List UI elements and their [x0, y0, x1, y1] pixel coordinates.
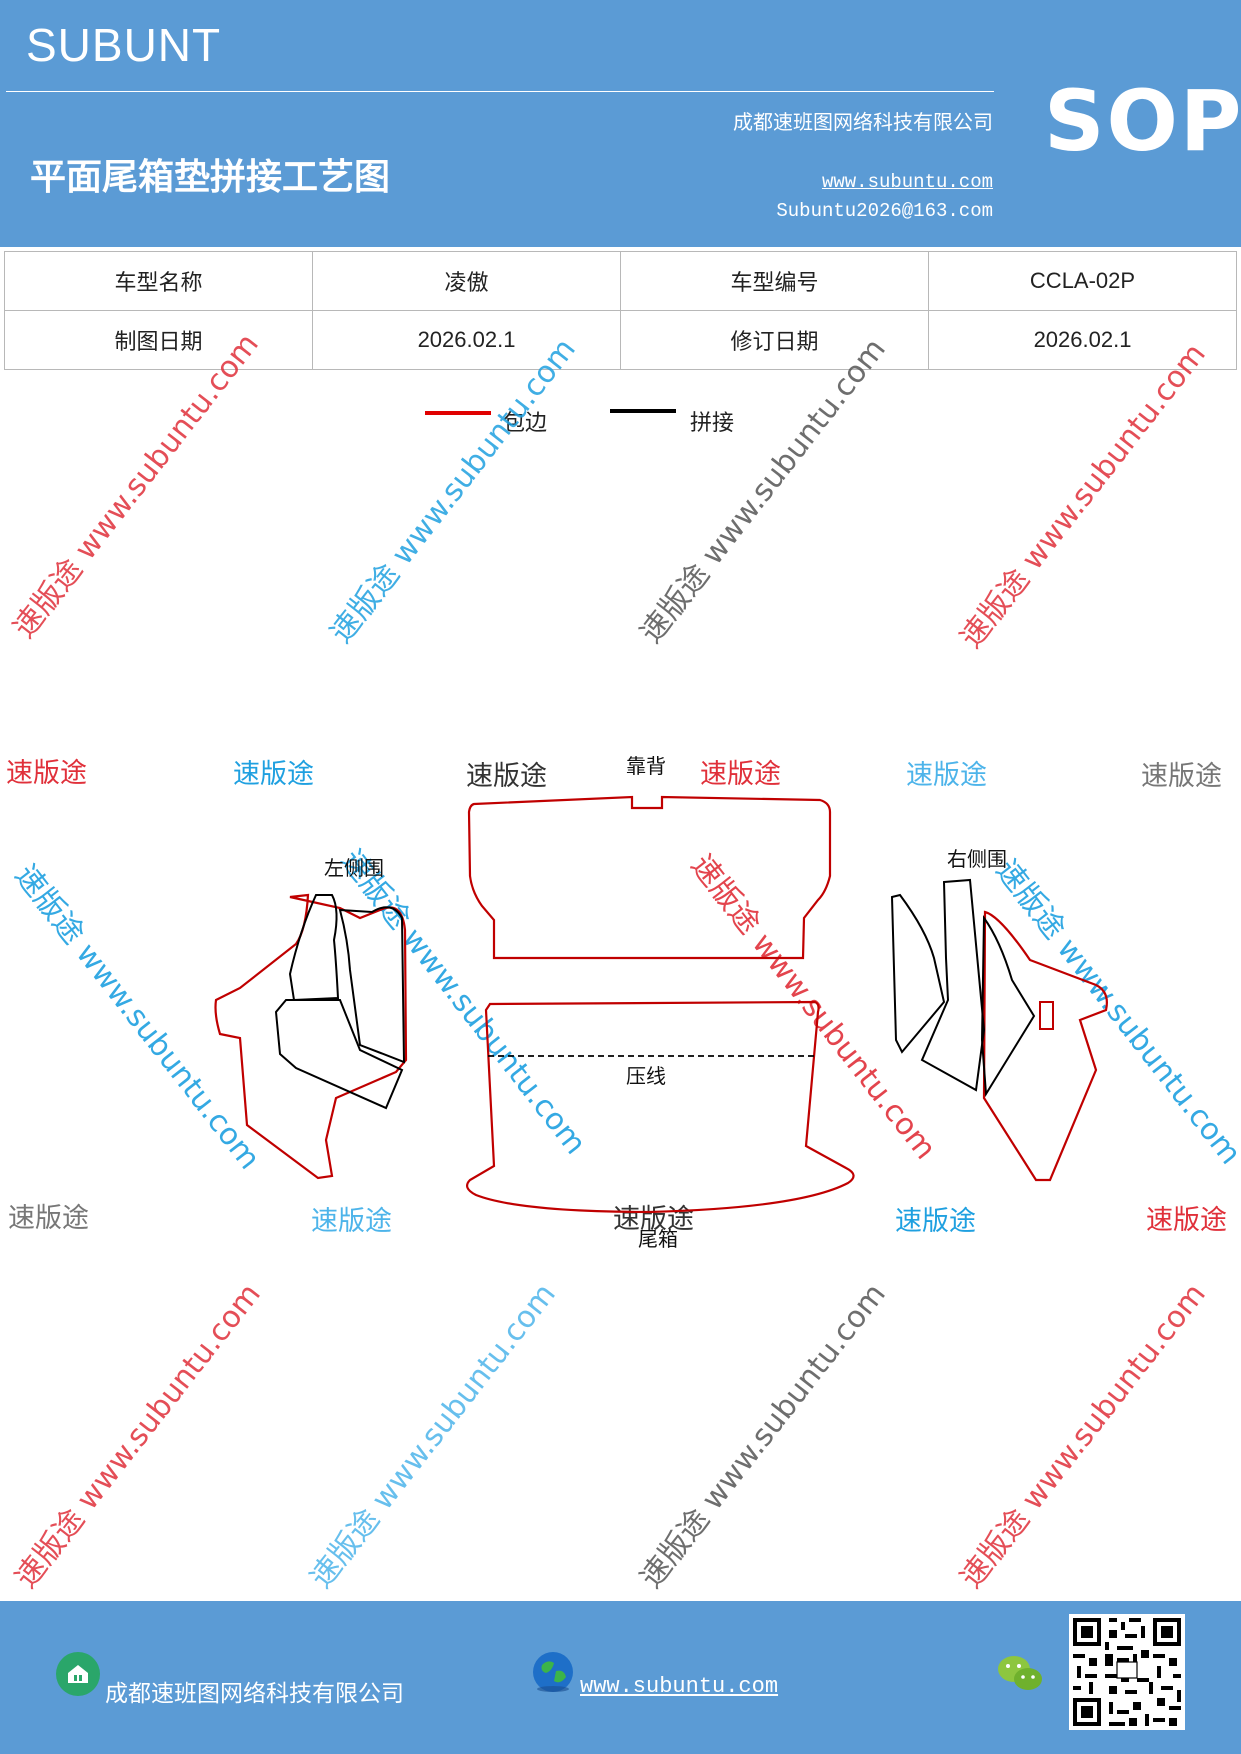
watermark-group-bottom: 速版途 www.subuntu.com 速版途 www.subuntu.com … [9, 1277, 1213, 1595]
label-left-side: 左侧围 [324, 856, 384, 880]
label-backrest: 靠背 [626, 754, 666, 778]
right-side-seam-piece [890, 893, 946, 1054]
watermark-brand: 速版途 [906, 760, 987, 791]
watermark-url: 速版途 www.subuntu.com [334, 843, 593, 1161]
model-name-value: 凌傲 [312, 251, 621, 311]
watermark-group-top: 速版途 www.subuntu.com 速版途 www.subuntu.com … [7, 330, 1213, 655]
watermark-url: 速版途 www.subuntu.com [634, 332, 893, 650]
watermark-brand: 速版途 [8, 1203, 89, 1234]
watermark-url: 速版途 www.subuntu.com [324, 332, 583, 650]
model-code-label: 车型编号 [620, 251, 929, 311]
legend: 包边 拼接 [0, 399, 1241, 439]
watermark-brand: 速版途 [700, 759, 781, 790]
company-name: 成都速班图网络科技有限公司 [733, 110, 993, 134]
right-side-slot [1039, 1001, 1054, 1030]
model-name-label: 车型名称 [4, 251, 313, 311]
trunk-floor-piece [466, 1000, 855, 1214]
backrest-piece [467, 795, 832, 960]
vehicle-info-table: 车型名称 凌傲 车型编号 CCLA-02P 制图日期 2026.02.1 修订日… [4, 251, 1237, 370]
right-side-seam-piece [980, 914, 1036, 1098]
label-trunk: 尾箱 [638, 1227, 678, 1251]
right-side-seam-piece [920, 878, 986, 1092]
header-banner: SUBUNT 平面尾箱垫拼接工艺图 成都速班图网络科技有限公司 www.subu… [0, 0, 1241, 247]
pattern-drawing: 速版途 www.subuntu.com 速版途 www.subuntu.com … [6, 330, 1241, 1595]
footer-banner: 成都速班图网络科技有限公司 www.subuntu.com [0, 1601, 1241, 1754]
watermark-brand: 速版途 [311, 1206, 392, 1237]
watermark-url: 速版途 www.subuntu.com [8, 858, 267, 1176]
watermark-brand: 速版途 [1146, 1205, 1227, 1236]
legend-swatch-seam [610, 409, 676, 413]
watermark-url: 速版途 www.subuntu.com [304, 1277, 563, 1595]
watermark-url: 速版途 www.subuntu.com [7, 330, 266, 645]
watermark-group-middle: 速版途 www.subuntu.com 速版途 www.subuntu.com … [8, 843, 1241, 1176]
watermark-url: 速版途 www.subuntu.com [989, 853, 1241, 1171]
left-side-seam-piece [274, 999, 404, 1110]
wechat-icon[interactable] [996, 1653, 1044, 1695]
email-address: Subuntu2026@163.com [776, 200, 993, 222]
label-crease: 压线 [626, 1064, 666, 1088]
watermark-url: 速版途 www.subuntu.com [634, 1277, 893, 1595]
sop-badge: SOP [1044, 72, 1241, 170]
label-right-side: 右侧围 [947, 847, 1007, 871]
brand-name: SUBUNT [26, 19, 222, 71]
footer-company: 成都速班图网络科技有限公司 [105, 1681, 404, 1707]
drawing-labels: 靠背 左侧围 右侧围 压线 尾箱 [324, 754, 1007, 1251]
model-code-value: CCLA-02P [928, 251, 1237, 311]
draw-date-label: 制图日期 [4, 310, 313, 370]
revise-date-label: 修订日期 [620, 310, 929, 370]
draw-date-value: 2026.02.1 [312, 310, 621, 370]
legend-label-seam: 拼接 [690, 411, 735, 436]
left-side-seam-piece [338, 906, 406, 1064]
watermark-brand: 速版途 [613, 1204, 694, 1235]
website-link[interactable]: www.subuntu.com [821, 171, 993, 193]
watermark-url: 速版途 www.subuntu.com [954, 1277, 1213, 1595]
footer-website-link[interactable]: www.subuntu.com [580, 1674, 779, 1699]
legend-swatch-edge [425, 411, 491, 415]
watermark-brand: 速版途 [895, 1206, 976, 1237]
watermark-brand: 速版途 [466, 761, 547, 792]
header-divider [6, 91, 994, 92]
qr-code[interactable] [1069, 1614, 1185, 1730]
table-row: 制图日期 2026.02.1 修订日期 2026.02.1 [4, 310, 1237, 370]
watermark-url: 速版途 www.subuntu.com [9, 1277, 268, 1595]
table-row: 车型名称 凌傲 车型编号 CCLA-02P [4, 251, 1237, 311]
left-side-seam-piece [288, 894, 340, 1002]
globe-icon [533, 1652, 573, 1692]
revise-date-value: 2026.02.1 [928, 310, 1237, 370]
watermark-url: 速版途 www.subuntu.com [954, 337, 1213, 655]
document-title: 平面尾箱垫拼接工艺图 [30, 156, 391, 198]
legend-label-edge: 包边 [503, 411, 548, 436]
right-side-outer-piece [982, 910, 1108, 1182]
company-building-icon [56, 1652, 100, 1696]
watermark-brand: 速版途 [1141, 761, 1222, 792]
watermark-url: 速版途 www.subuntu.com [684, 848, 943, 1166]
watermark-brand: 速版途 [233, 759, 314, 790]
watermark-brand-row: 速版途 速版途 速版途 速版途 速版途 速版途 速版途 速版途 速版途 速版途 … [6, 758, 1227, 1237]
watermark-brand: 速版途 [6, 758, 87, 789]
